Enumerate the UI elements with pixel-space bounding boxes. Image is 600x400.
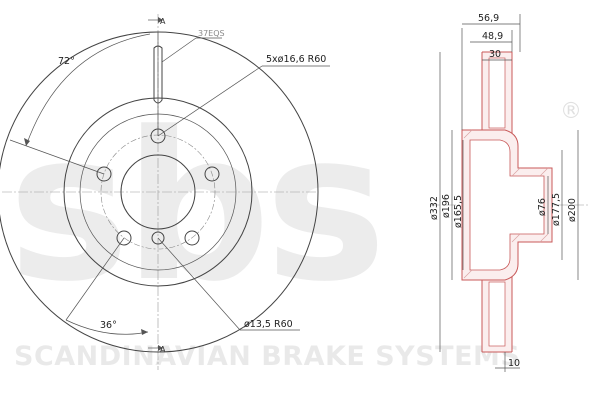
bolt-hole-4 xyxy=(116,230,132,246)
dim-outer-diameter: ø332 xyxy=(429,196,440,220)
section-arrowhead-top xyxy=(158,17,163,23)
hatch-4 xyxy=(539,167,549,177)
watermark-tagline: SCANDINAVIAN BRAKE SYSTEMS xyxy=(14,341,520,372)
angle-72-ray xyxy=(9,139,105,175)
section-view: 56,9 48,9 30 10 ø332 ø196 ø165,5 ø76 ø17… xyxy=(429,13,588,372)
sbs-watermark: sbs ® SCANDINAVIAN BRAKE SYSTEMS xyxy=(8,89,582,372)
dim-disc-thickness: 30 xyxy=(489,49,501,60)
dim-hat-face-diameter: ø200 xyxy=(567,198,578,222)
bolt-holes-leader xyxy=(157,65,263,137)
front-view: A A 37EQS 5xø16,6 R60 ø13,5 xyxy=(0,14,330,370)
hat-section xyxy=(461,129,553,281)
bolt-hole-3 xyxy=(184,230,200,246)
dim-hat-depth: 48,9 xyxy=(482,31,503,42)
bolt-hole-5 xyxy=(96,166,112,182)
hatch-5 xyxy=(511,233,521,243)
vane-note-leader xyxy=(161,37,197,63)
section-mark-bottom: A xyxy=(160,345,166,354)
watermark-registered-mark: ® xyxy=(560,99,582,124)
angle-bottom-label: 36° xyxy=(100,320,117,331)
angle-36-ray xyxy=(65,237,125,321)
angle-top-label: 72° xyxy=(58,56,75,67)
dim-center-bore-diameter: ø76 xyxy=(537,198,548,216)
hat-inner-outline xyxy=(469,139,545,271)
angle-72-arc xyxy=(25,33,151,147)
angle-36-arc xyxy=(65,319,149,335)
hatch-1 xyxy=(463,129,473,139)
angle-72-arrowhead xyxy=(24,138,30,146)
hatch-3 xyxy=(511,167,521,177)
watermark-letters: sbs xyxy=(8,89,381,327)
vane-slot xyxy=(153,45,163,104)
vane-void-top xyxy=(488,57,506,129)
vane-void-bottom xyxy=(488,281,506,347)
bolt-holes-label: 5xø16,6 R60 xyxy=(266,54,326,65)
dim-min-thickness: 10 xyxy=(508,358,520,369)
dim-bolt-circle-diameter: ø177,5 xyxy=(551,193,562,226)
angle-36-arrowhead xyxy=(141,329,148,335)
section-arrowhead-bottom xyxy=(158,345,163,351)
dim-inner-ring-diameter: ø196 xyxy=(441,194,452,218)
pin-hole xyxy=(151,231,165,245)
pin-hole-label: ø13,5 R60 xyxy=(244,319,293,330)
dim-hat-outer-diameter: ø165,5 xyxy=(453,195,464,228)
center-bore xyxy=(120,154,196,230)
bolt-hole-2 xyxy=(204,166,220,182)
hatch-6 xyxy=(539,233,549,243)
section-mark-top: A xyxy=(160,17,166,26)
pin-hole-leader xyxy=(157,237,241,331)
vane-note: 37EQS xyxy=(198,29,225,38)
dim-overall-width: 56,9 xyxy=(478,13,499,24)
hatch-2 xyxy=(463,269,473,279)
